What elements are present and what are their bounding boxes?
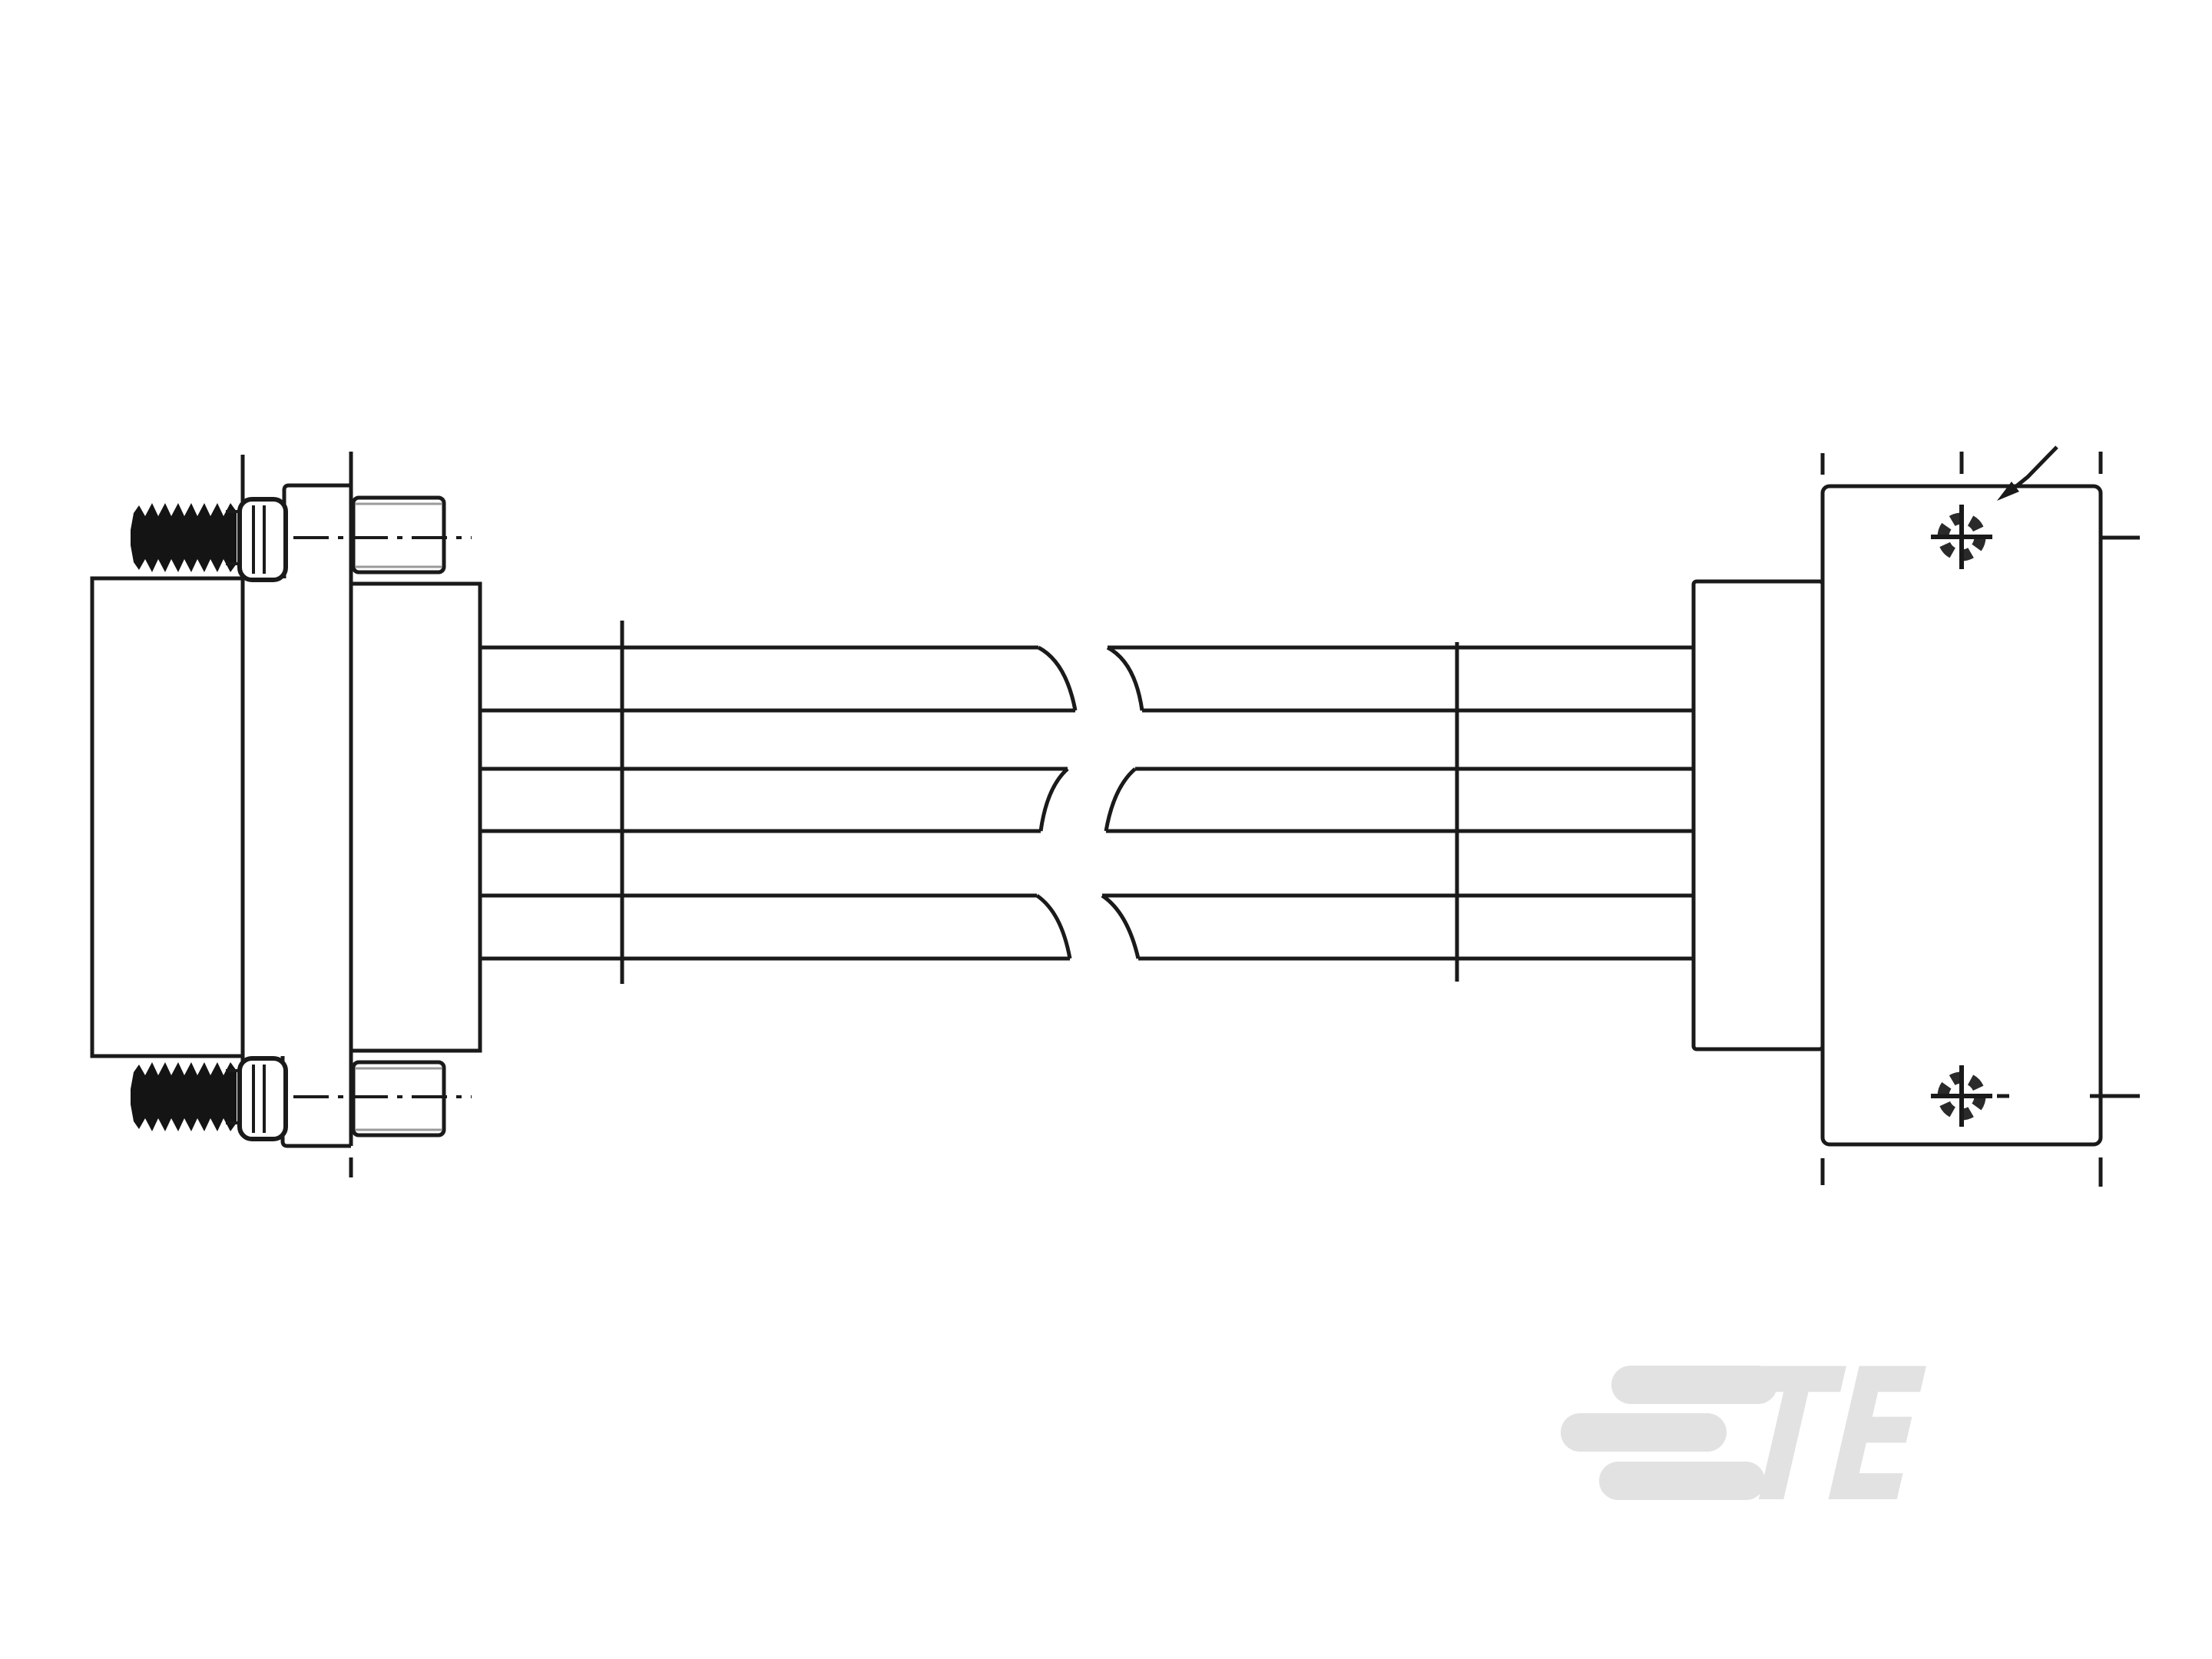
jackscrew-top bbox=[131, 497, 288, 582]
cable bbox=[480, 621, 1694, 984]
cable-strip-1 bbox=[480, 645, 1694, 713]
right-connector bbox=[1691, 445, 2140, 1187]
right-backshell bbox=[1691, 579, 1825, 1051]
screwlock-barrel-top bbox=[351, 495, 446, 575]
jackscrew-top-thread bbox=[131, 503, 237, 572]
te-logo-bar-middle bbox=[1561, 1413, 1727, 1452]
left-connector-body bbox=[90, 576, 245, 1058]
screwlock-barrel-bottom bbox=[351, 1060, 446, 1137]
break-curve bbox=[1035, 893, 1072, 959]
break-curve bbox=[1101, 893, 1141, 959]
te-logo-bar-top bbox=[1611, 1366, 1777, 1404]
te-logo-bar-bottom bbox=[1599, 1462, 1765, 1500]
cable-strip-2 bbox=[480, 767, 1694, 833]
jackscrew-bottom bbox=[131, 1056, 288, 1141]
screwlock-head-top bbox=[1931, 452, 1992, 569]
break-curve bbox=[1106, 645, 1144, 711]
break-curve bbox=[1038, 767, 1069, 832]
right-panel-plate bbox=[1820, 484, 2103, 1147]
te-logo: TE bbox=[1561, 1330, 1945, 1542]
cable-strip-3 bbox=[480, 893, 1694, 961]
screwlock-head-bottom bbox=[1931, 1065, 2009, 1127]
left-rear-body bbox=[349, 581, 482, 1053]
left-top-bracket bbox=[282, 483, 351, 578]
break-curve bbox=[1104, 767, 1137, 832]
te-logo-text: TE bbox=[1716, 1330, 1945, 1542]
jackscrew-bottom-thread bbox=[131, 1062, 237, 1131]
left-connector bbox=[90, 452, 482, 1177]
break-curve bbox=[1037, 645, 1078, 711]
leader-arrow bbox=[1997, 445, 2058, 501]
left-bottom-bracket bbox=[280, 1056, 351, 1148]
te-logo-bars bbox=[1561, 1366, 1777, 1500]
